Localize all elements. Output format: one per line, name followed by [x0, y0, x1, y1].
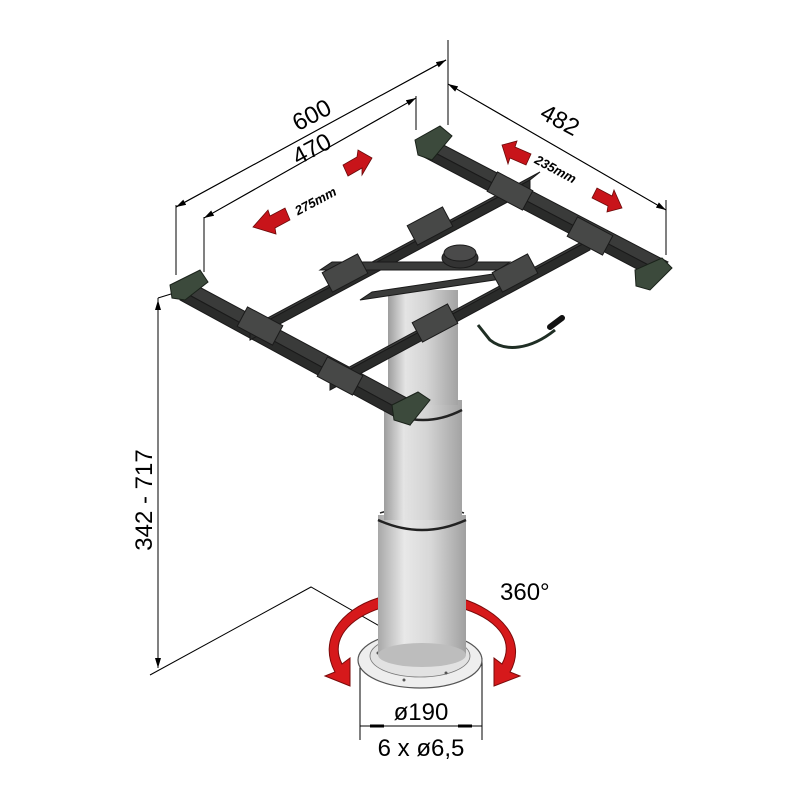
- dim-235mm: 235mm: [531, 152, 579, 187]
- dim-482: 482: [536, 99, 584, 142]
- dim-mounting-holes: 6 x ø6,5: [378, 735, 465, 762]
- dim-470: 470: [288, 128, 336, 171]
- slide-arrows: [252, 140, 623, 235]
- end-caps: [169, 125, 673, 426]
- sliding-frame: [179, 137, 669, 426]
- dim-base-diameter: ø190: [394, 699, 449, 726]
- dim-600: 600: [288, 94, 336, 137]
- dim-rotation: 360°: [500, 579, 550, 606]
- dim-275mm: 275mm: [291, 184, 339, 219]
- dim-height-range: 342 - 717: [131, 449, 158, 550]
- rotation-arrows: [323, 597, 522, 687]
- release-handle: [476, 315, 565, 349]
